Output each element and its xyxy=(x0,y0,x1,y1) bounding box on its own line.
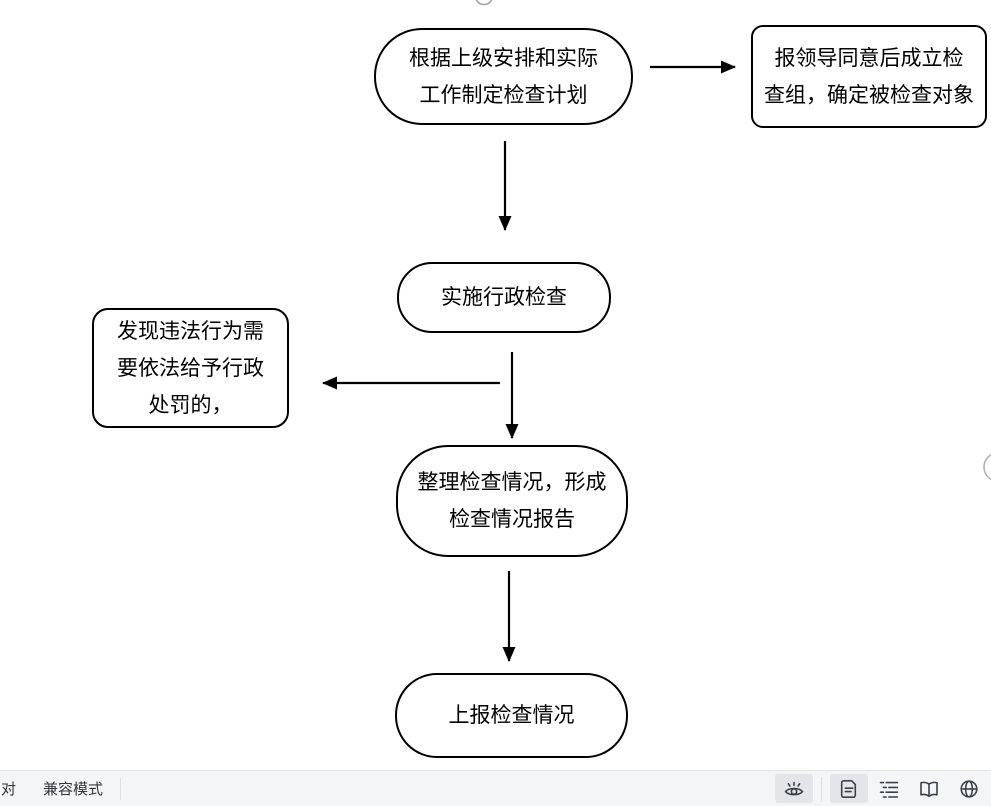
eye-protection-icon xyxy=(784,781,804,795)
proofread-button-partial[interactable]: 对 xyxy=(1,781,17,798)
flow-node-setup-team[interactable]: 报领导同意后成立检 查组，确定被检查对象 xyxy=(751,25,987,128)
flow-node-organize-report[interactable]: 整理检查情况，形成 检查情况报告 xyxy=(396,445,628,557)
statusbar-divider xyxy=(120,777,122,800)
read-mode-button[interactable] xyxy=(910,774,948,803)
statusbar-icon-divider xyxy=(821,776,822,801)
status-bar-left: 对 兼容模式 xyxy=(0,771,122,806)
compatibility-mode-label[interactable]: 兼容模式 xyxy=(43,781,104,798)
web-layout-icon xyxy=(960,779,978,798)
flow-node-make-plan[interactable]: 根据上级安排和实际 工作制定检查计划 xyxy=(374,28,633,125)
outline-view-button[interactable] xyxy=(870,774,908,803)
status-bar: 对 兼容模式 xyxy=(0,770,991,806)
canvas-handle-top-icon xyxy=(475,0,493,6)
flow-node-submit-report[interactable]: 上报检查情况 xyxy=(395,673,628,758)
flow-node-implement-check[interactable]: 实施行政检查 xyxy=(397,262,611,333)
eye-protection-button[interactable] xyxy=(775,774,813,803)
canvas-handle-right-icon xyxy=(983,453,991,481)
view-mode-buttons xyxy=(773,774,991,803)
read-mode-icon xyxy=(920,781,938,797)
page-view-icon xyxy=(840,779,857,798)
page-view-button[interactable] xyxy=(830,774,868,803)
flow-node-violation-found[interactable]: 发现违法行为需 要依法给予行政 处罚的， xyxy=(92,308,289,428)
web-layout-button[interactable] xyxy=(950,774,988,803)
outline-view-icon xyxy=(879,781,899,798)
